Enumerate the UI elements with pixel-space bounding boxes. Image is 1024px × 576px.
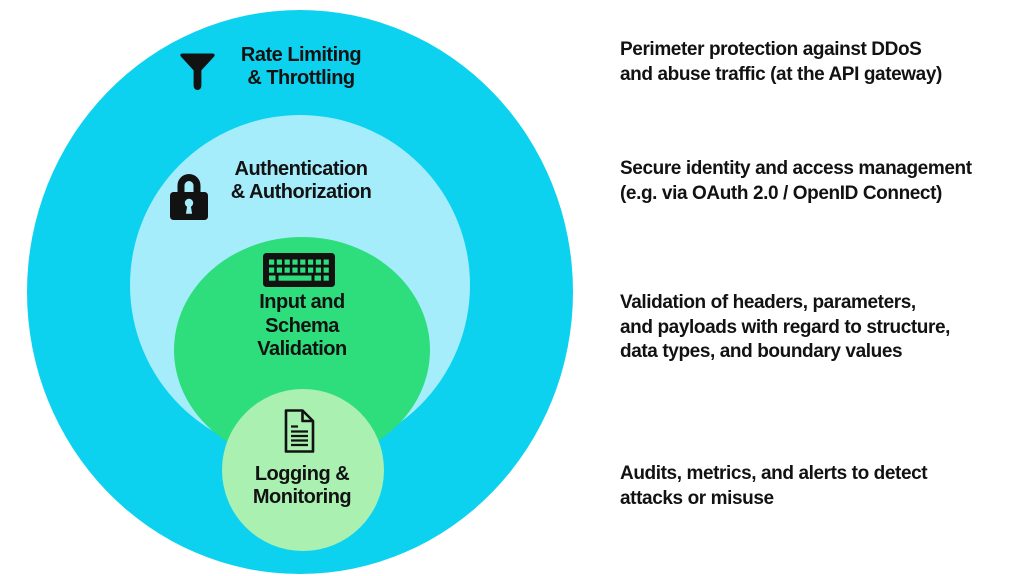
ring-label-logging-monitoring: Logging & Monitoring	[252, 463, 352, 508]
funnel-icon	[180, 53, 215, 90]
description-rate-limiting: Perimeter protection against DDoS and ab…	[620, 39, 942, 85]
description-authentication: Secure identity and access management (e…	[620, 158, 972, 204]
document-icon	[284, 409, 315, 453]
lock-icon	[170, 174, 208, 220]
ring-label-rate-limiting: Rate Limiting & Throttling	[240, 44, 362, 89]
description-logging-monitoring: Audits, metrics, and alerts to detect at…	[620, 463, 928, 509]
ring-label-input-validation: Input and Schema Validation	[257, 291, 347, 360]
keyboard-icon	[263, 253, 335, 287]
description-input-validation: Validation of headers, parameters, and p…	[620, 292, 951, 362]
ring-label-authentication: Authentication & Authorization	[230, 158, 372, 203]
